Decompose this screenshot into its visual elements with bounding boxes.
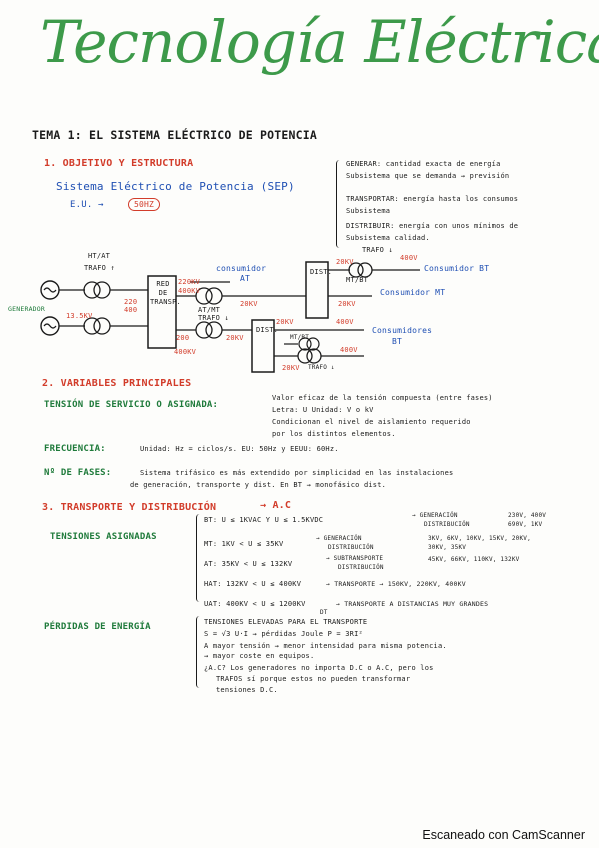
- perdidas-line-3: A mayor tensión → menor intensidad para …: [204, 642, 447, 650]
- perdidas-line-1: TENSIONES ELEVADAS PARA EL TRANSPORTE: [204, 618, 368, 626]
- v-400v-c: 400V: [340, 346, 358, 354]
- bt-dist: DISTRIBUCIÓN: [424, 521, 470, 528]
- v-400v-b: 400V: [336, 318, 354, 326]
- trafo-down-3: TRAFO ↓: [308, 364, 335, 371]
- v-400-label: 400: [124, 306, 138, 314]
- sep-label: Sistema Eléctrico de Potencia (SEP): [56, 180, 295, 193]
- consumidor-bt-label: Consumidor BT: [424, 264, 490, 273]
- consumidores-bt-1: Consumidores: [372, 326, 433, 335]
- perdidas-line-5: ¿A.C? Los generadores no importa D.C o A…: [204, 664, 434, 672]
- hat-right: → TRANSPORTE → 150kV, 220kV, 400kV: [326, 580, 466, 588]
- mt-range: MT: 1kV < U ≤ 35kV: [204, 540, 284, 548]
- perdidas-line-2: S = √3 U·I → pérdidas Joule P = 3RI²: [204, 630, 363, 638]
- subsystems-brace: [336, 160, 343, 248]
- trafo-down-2: TRAFO ↓: [362, 246, 393, 254]
- bt-dist-values: 690V, 1kV: [508, 521, 543, 528]
- mt-gen: → GENERACIÓN: [316, 535, 362, 542]
- mt-bt-2-label: MT/BT: [290, 334, 310, 341]
- at-range: AT: 35kV < U ≤ 132kV: [204, 560, 293, 568]
- uat-right: → TRANSPORTE A DISTANCIAS MUY GRANDES: [336, 600, 489, 608]
- ac-label: → A.C: [260, 500, 292, 511]
- uat-sub: DT: [320, 609, 328, 616]
- at-dist: DISTRIBUCIÓN: [338, 564, 384, 571]
- gen-line-1: GENERAR: cantidad exacta de energía: [346, 160, 501, 168]
- trans-line-2: Subsistema: [346, 207, 391, 215]
- fases-line-1: Sistema trifásico es más extendido por s…: [140, 469, 454, 477]
- bt-range: BT: U ≤ 1kVac y U ≤ 1.5kVdc: [204, 516, 324, 524]
- section2-heading: 2. VARIABLES PRINCIPALES: [42, 378, 192, 389]
- frecuencia-text: Unidad: Hz = ciclos/s. EU: 50Hz y EEUU: …: [140, 445, 339, 453]
- bt-gen-values: 230V, 400V: [508, 512, 547, 519]
- trafo-down-label: TRAFO ↓: [198, 314, 229, 322]
- v-220kv-label: 220kV: [178, 278, 201, 286]
- fases-line-2: de generación, transporte y dist. En BT …: [130, 481, 387, 489]
- consumidores-bt-2: BT: [392, 337, 403, 346]
- v-200-label: 200: [176, 334, 190, 342]
- dist-line-1: DISTRIBUIR: energía con unos mínimos de: [346, 222, 519, 230]
- perdidas-brace: [196, 616, 203, 688]
- mt-bt-label: MT/BT: [346, 276, 369, 284]
- tensiones-brace: [196, 514, 203, 602]
- perdidas-line-4: → mayor coste en equipos.: [204, 652, 315, 660]
- v-400-b-label: 400kV: [174, 348, 197, 356]
- generador-label: GENERADOR: [8, 305, 46, 313]
- uat-range: UAT: 400kV < U ≤ 1200kV: [204, 600, 306, 608]
- v-20kv-d: 20kV: [276, 318, 294, 326]
- bt-gen: → GENERACIÓN: [412, 512, 458, 519]
- perdidas-line-6: TRAFOS sí porque estos no pueden transfo…: [216, 675, 411, 683]
- v-220-label: 220: [124, 298, 138, 306]
- v-20kv-e: 20kV: [282, 364, 300, 372]
- tension-label: TENSIÓN DE SERVICIO O ASIGNADA:: [44, 400, 219, 410]
- tension-line-4: por los distintos elementos.: [272, 430, 396, 438]
- tensiones-asignadas-label: TENSIONES ASIGNADAS: [50, 532, 157, 542]
- tension-line-3: Condicionan el nivel de aislamiento requ…: [272, 418, 471, 426]
- section3-heading: 3. TRANSPORTE Y DISTRIBUCIÓN: [42, 502, 217, 513]
- dist-2-label: DIST.: [256, 326, 279, 334]
- perdidas-label: PÉRDIDAS DE ENERGÍA: [44, 622, 151, 632]
- tema-heading: TEMA 1: EL SISTEMA ELÉCTRICO DE POTENCIA: [32, 128, 317, 142]
- v-20kv-top: 20kV: [336, 258, 354, 266]
- gen-line-2: Subsistema que se demanda → previsión: [346, 172, 510, 180]
- hat-range: HAT: 132kV < U ≤ 400kV: [204, 580, 302, 588]
- camscanner-watermark: Escaneado con CamScanner: [422, 828, 585, 842]
- v-20kv-a: 20kV: [240, 300, 258, 308]
- dist-line-2: Subsistema calidad.: [346, 234, 430, 242]
- red-transporte-label: RED DE TRANSP.: [150, 280, 181, 306]
- tension-line-2: Letra: U Unidad: V o kV: [272, 406, 374, 414]
- perdidas-line-7: tensiones D.C.: [216, 686, 278, 694]
- trafo-up-label: TRAFO ↑: [84, 264, 115, 272]
- v-20kv-b: 20kV: [338, 300, 356, 308]
- v-20kv-c: 20kV: [226, 334, 244, 342]
- eu-label: E.U. →: [70, 200, 104, 210]
- v-400v-label: 400V: [400, 254, 418, 262]
- at-mt-label: AT/MT: [198, 306, 221, 314]
- freq-circled: 50Hz: [128, 198, 161, 211]
- at-subtransporte: → SUBTRANSPORTE: [326, 555, 384, 562]
- fases-label: Nº DE FASES:: [44, 468, 112, 478]
- consumidor-at-1: consumidor: [216, 264, 267, 273]
- at-values: 45kV, 66kV, 110kV, 132kV: [428, 556, 520, 563]
- section1-heading: 1. OBJETIVO Y ESTRUCTURA: [44, 158, 194, 169]
- trans-line-1: TRANSPORTAR: energía hasta los consumos: [346, 195, 519, 203]
- v-13-5-label: 13.5kV: [66, 312, 93, 320]
- v-400kv-label: 400kV: [178, 287, 201, 295]
- tension-line-1: Valor eficaz de la tensión compuesta (en…: [272, 394, 493, 402]
- mt-values-1: 3kV, 6kV, 10kV, 15kV, 20kV,: [428, 535, 531, 542]
- consumidor-mt-label: Consumidor MT: [380, 288, 446, 297]
- frecuencia-label: FRECUENCIA:: [44, 444, 106, 454]
- mt-values-2: 30kV, 35kV: [428, 544, 467, 551]
- dist-1-label: DIST.: [310, 268, 333, 276]
- consumidor-at-2: AT: [240, 274, 251, 283]
- page-title: Tecnología Eléctrica: [40, 8, 599, 76]
- mt-dist: DISTRIBUCIÓN: [328, 544, 374, 551]
- ht-at-label: HT/AT: [88, 252, 111, 260]
